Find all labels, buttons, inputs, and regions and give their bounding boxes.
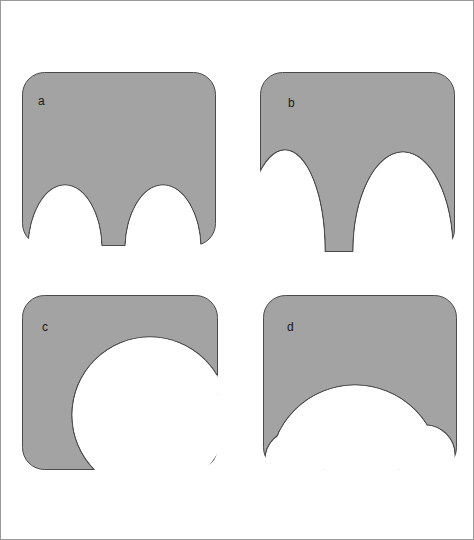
shape-panel: a [22,72,216,246]
shape-panel: d [263,295,457,470]
panel-label: b [288,96,295,110]
crown-shape [22,72,216,246]
shape-panel: c [22,295,218,470]
panel-label: c [42,320,48,334]
panel-label: d [287,320,294,334]
shape-panel: b [260,72,455,252]
crown-shape [22,295,218,470]
panel-label: a [38,94,45,108]
